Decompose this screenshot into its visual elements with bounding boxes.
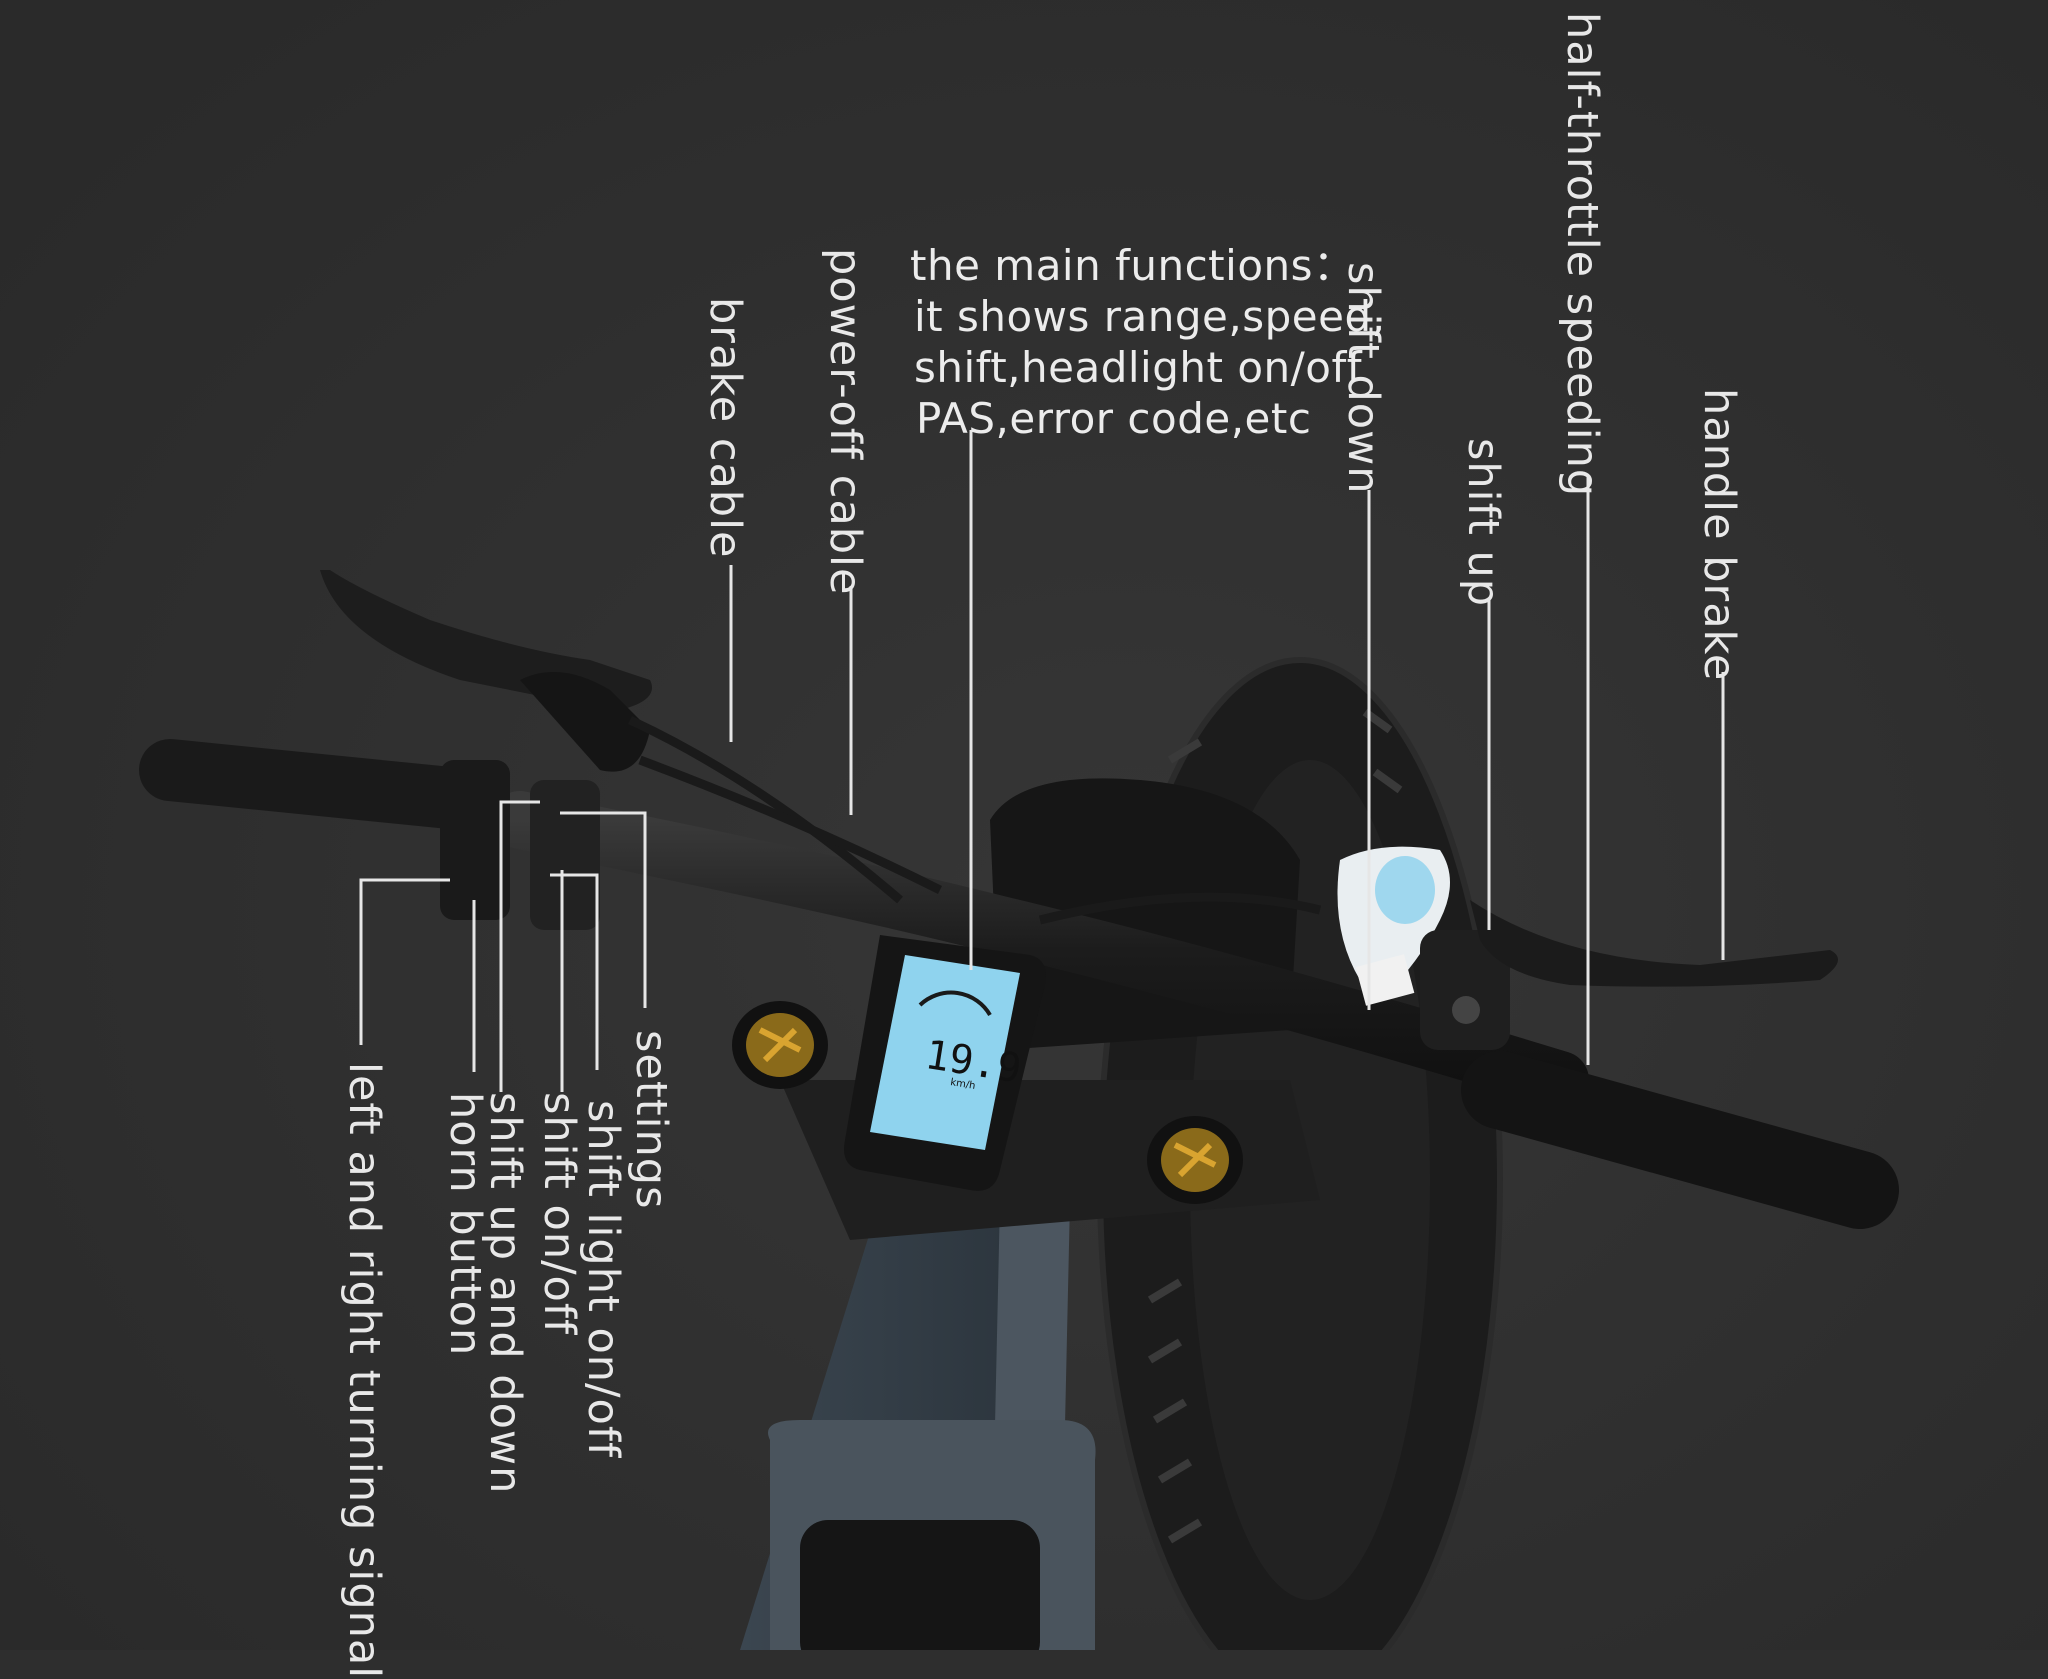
frame-stem	[740, 1200, 1096, 1650]
left-control-pod	[440, 760, 600, 930]
display-unit: km/h	[950, 1077, 977, 1092]
left-indicator-light	[732, 1001, 828, 1089]
main-functions-text: the main functions： it shows range,speed…	[910, 240, 1385, 444]
lcd-display: 19.9 km/h	[844, 935, 1046, 1191]
main-functions-line-1: the main functions：	[910, 241, 1356, 290]
leader-lines	[359, 430, 1725, 1092]
label-half-throttle: half-throttle speeding	[1557, 12, 1607, 498]
label-settings: settings	[626, 1030, 676, 1210]
right-brake-lever	[1470, 900, 1838, 987]
cables	[628, 715, 1322, 925]
label-handle-brake: handle brake	[1694, 388, 1744, 682]
label-horn-button: horn button	[440, 1092, 490, 1357]
label-turn-signal: left and right turning signal	[339, 1062, 389, 1679]
label-brake-cable: brake cable	[700, 297, 750, 559]
right-indicator-light	[1147, 1116, 1243, 1204]
label-shift-light: shift light on/off	[578, 1100, 628, 1459]
main-functions-line-4: PAS,error code,etc	[916, 394, 1312, 443]
label-shift-up: shift up	[1458, 438, 1508, 608]
label-power-off-cable: power-off cable	[820, 248, 870, 596]
handlebar	[139, 739, 1899, 1229]
main-functions-line-3: shift,headlight on/off	[914, 343, 1363, 392]
label-shift-on-off: shift on/off	[534, 1092, 584, 1336]
main-functions-line-2: it shows range,speed,	[914, 292, 1386, 341]
